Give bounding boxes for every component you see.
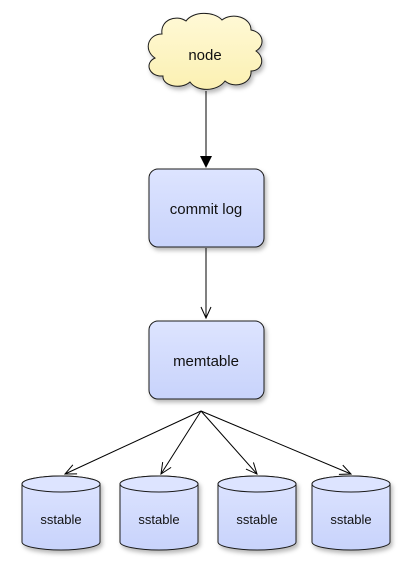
memtable-to-sstable-arrows — [63, 410, 353, 476]
sstable-cylinder-4: sstable — [311, 475, 391, 551]
sstable-4-label: sstable — [330, 512, 371, 527]
commit-log-box: commit log — [148, 168, 265, 248]
sstable-3-label: sstable — [236, 512, 277, 527]
sstable-cylinder-1: sstable — [21, 475, 101, 551]
sstable-3-top — [217, 475, 297, 493]
node-cloud: node — [147, 12, 263, 90]
sstable-1-top — [21, 475, 101, 493]
cloud-shape — [147, 12, 263, 90]
commit-log-label: commit log — [170, 201, 243, 218]
memtable-box: memtable — [148, 320, 265, 400]
memtable-rect — [148, 320, 265, 400]
sstable-cylinder-3: sstable — [217, 475, 297, 551]
memtable-label: memtable — [173, 353, 239, 370]
arrow-memtable-to-sstable-2 — [160, 410, 202, 476]
sstable-1-label: sstable — [40, 512, 81, 527]
sstable-2-label: sstable — [138, 512, 179, 527]
commit-log-rect — [148, 168, 265, 248]
arrow-memtable-to-sstable-4 — [200, 410, 353, 475]
sstable-4-top — [311, 475, 391, 493]
sstable-2-top — [119, 475, 199, 493]
node-label: node — [188, 47, 221, 64]
sstable-cylinder-2: sstable — [119, 475, 199, 551]
arrow-memtable-to-sstable-1 — [63, 410, 202, 475]
arrow-memtable-to-sstable-3 — [200, 410, 258, 475]
